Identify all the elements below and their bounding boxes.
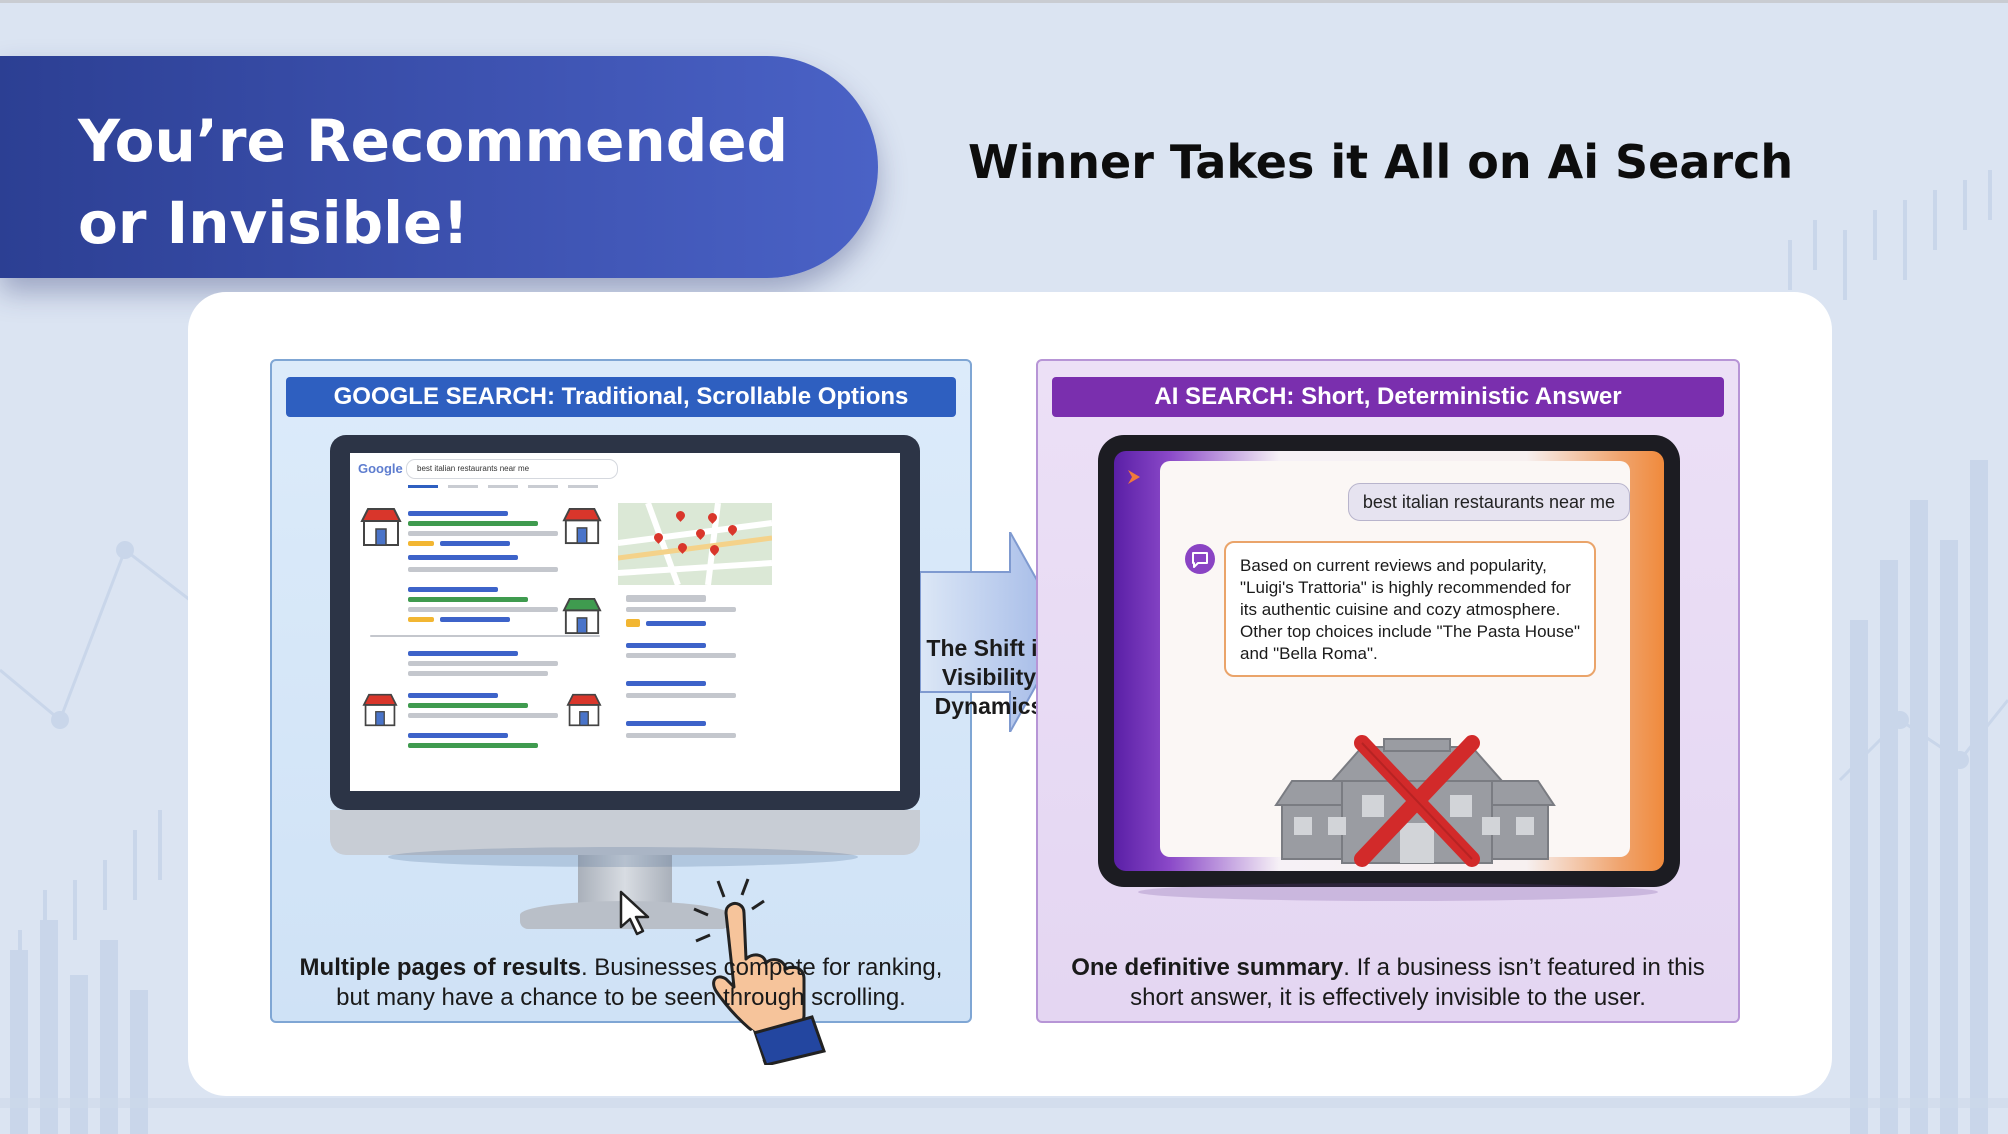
page-subtitle: Winner Takes it All on Ai Search bbox=[968, 135, 1794, 189]
ai-panel-header: AI SEARCH: Short, Deterministic Answer bbox=[1052, 377, 1724, 417]
google-caption: Multiple pages of results. Businesses co… bbox=[282, 953, 960, 1013]
ai-logo-icon bbox=[1128, 470, 1140, 484]
ai-caption: One definitive summary. If a business is… bbox=[1048, 953, 1728, 1013]
pointing-hand-icon bbox=[693, 878, 826, 1065]
ai-answer-bubble: Based on current reviews and popularity,… bbox=[1224, 541, 1596, 677]
monitor-chin bbox=[330, 810, 920, 855]
google-search-panel: GOOGLE SEARCH: Traditional, Scrollable O… bbox=[270, 359, 972, 1065]
google-results-screen: Google best italian restaurants near me bbox=[350, 453, 900, 791]
desktop-monitor: Google best italian restaurants near me bbox=[330, 435, 920, 929]
store-icon bbox=[360, 508, 402, 546]
google-logo: Google bbox=[358, 461, 403, 476]
monitor-bezel: Google best italian restaurants near me bbox=[330, 435, 920, 810]
google-tabs bbox=[408, 485, 598, 489]
store-icon bbox=[362, 693, 398, 727]
comparison-card: GOOGLE SEARCH: Traditional, Scrollable O… bbox=[188, 292, 1832, 1096]
tablet-device: best italian restaurants near me Based o… bbox=[1098, 435, 1680, 887]
cursor-icon bbox=[619, 890, 650, 936]
top-border bbox=[0, 0, 2008, 3]
ai-search-panel: AI SEARCH: Short, Deterministic Answer b… bbox=[1036, 359, 1740, 1023]
ai-chat-screen: best italian restaurants near me Based o… bbox=[1114, 451, 1664, 871]
store-icon bbox=[562, 507, 602, 545]
ai-caption-text: . If a business isn’t featured in this s… bbox=[1130, 954, 1705, 1011]
title-banner: You’re Recommended or Invisible! bbox=[0, 56, 878, 278]
chat-icon bbox=[1185, 544, 1215, 574]
map-icon bbox=[618, 503, 772, 585]
store-icon bbox=[566, 693, 602, 727]
google-caption-text: . Businesses compete for ranking, but ma… bbox=[336, 954, 943, 1011]
page-title: You’re Recommended or Invisible! bbox=[78, 107, 789, 257]
ai-caption-bold: One definitive summary bbox=[1071, 954, 1344, 981]
store-icon bbox=[562, 597, 602, 635]
google-panel-header: GOOGLE SEARCH: Traditional, Scrollable O… bbox=[286, 377, 956, 417]
user-query-bubble: best italian restaurants near me bbox=[1347, 483, 1630, 521]
google-search-box: best italian restaurants near me bbox=[406, 459, 618, 479]
google-caption-bold: Multiple pages of results bbox=[299, 954, 581, 981]
shift-label: The Shift in Visibility Dynamics bbox=[926, 635, 1052, 719]
crossed-out-restaurant-icon bbox=[1274, 735, 1556, 867]
